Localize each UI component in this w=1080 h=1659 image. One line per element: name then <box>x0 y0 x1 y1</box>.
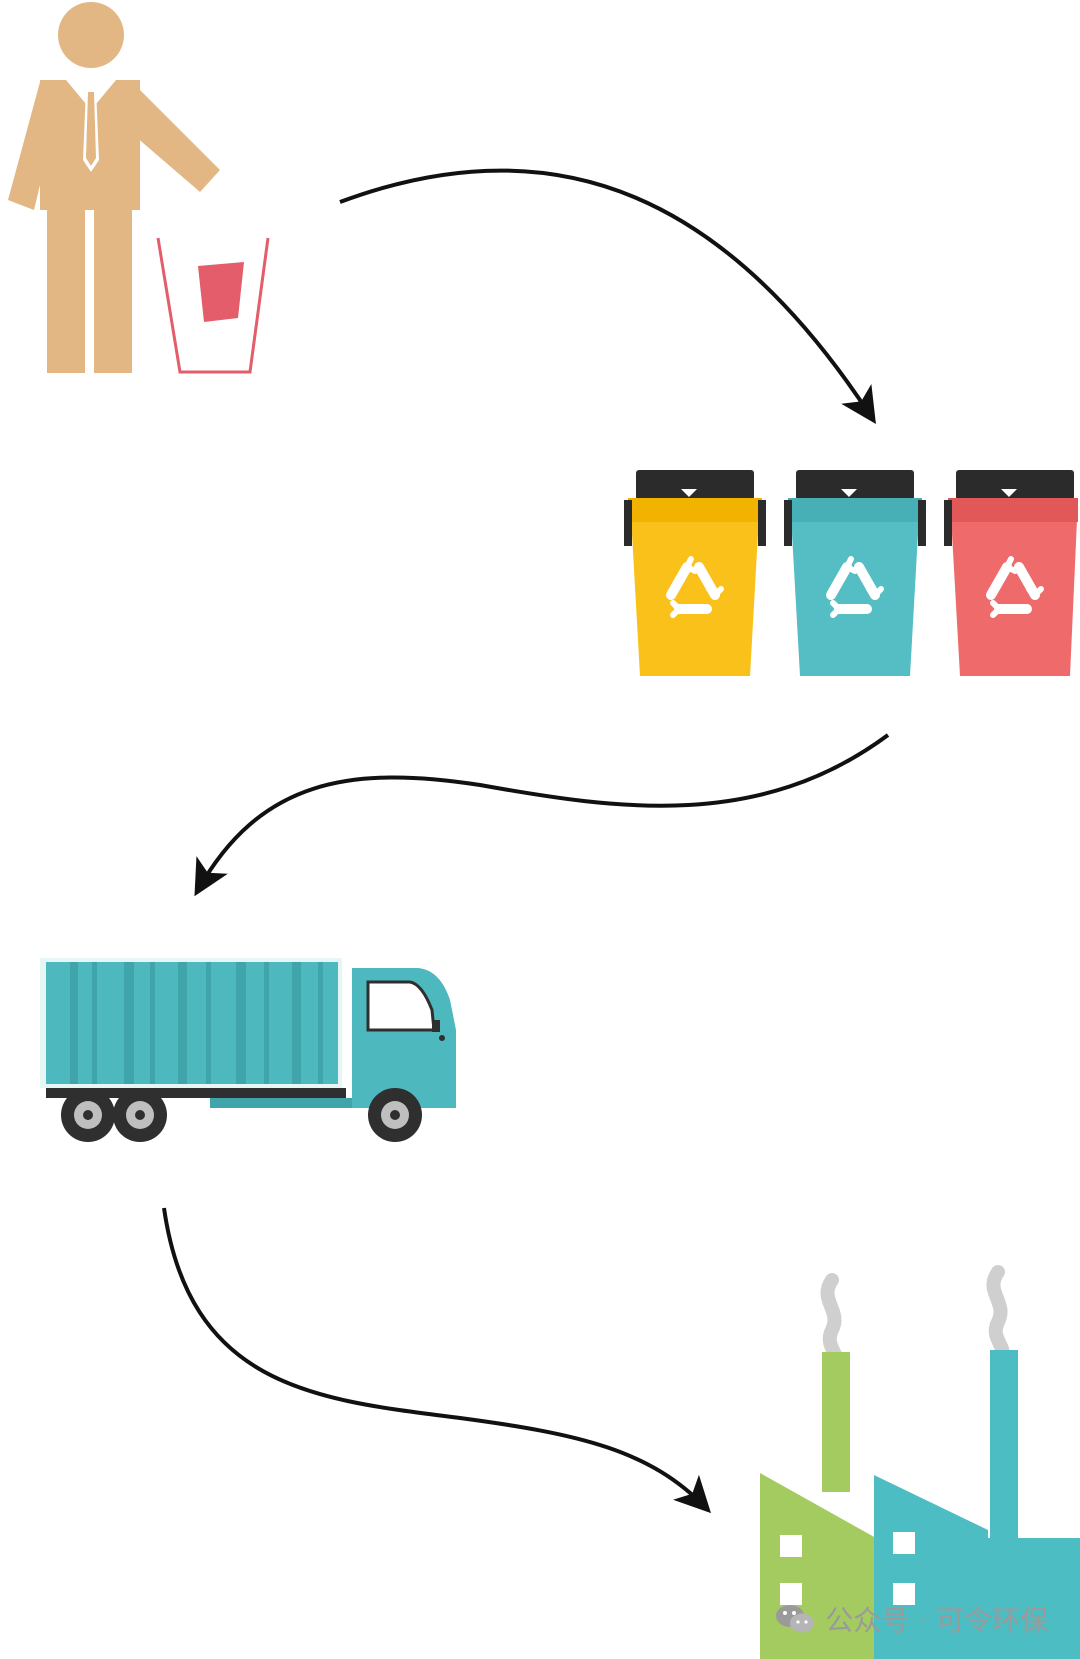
flow-arrow-2 <box>194 733 890 897</box>
bin-red <box>944 470 1078 676</box>
recycle-symbol-icon <box>986 556 1044 618</box>
flow-arrow-1 <box>339 168 876 425</box>
recycle-symbol-icon <box>826 556 884 618</box>
garbage-truck-icon <box>40 958 456 1142</box>
truck-wheels <box>61 1088 422 1142</box>
person-littering-icon <box>8 2 220 373</box>
watermark-text: 公众号 · 可令环保 <box>825 1604 1048 1637</box>
recycle-bins-icon <box>624 470 1078 676</box>
wechat-icon <box>776 1605 815 1633</box>
recycle-symbol-icon <box>666 556 724 618</box>
trash-basket-icon <box>156 237 270 374</box>
watermark: 公众号 · 可令环保 <box>775 1599 1048 1639</box>
bin-yellow <box>624 470 766 676</box>
bin-teal <box>784 470 926 676</box>
flow-arrow-3 <box>162 1207 712 1514</box>
